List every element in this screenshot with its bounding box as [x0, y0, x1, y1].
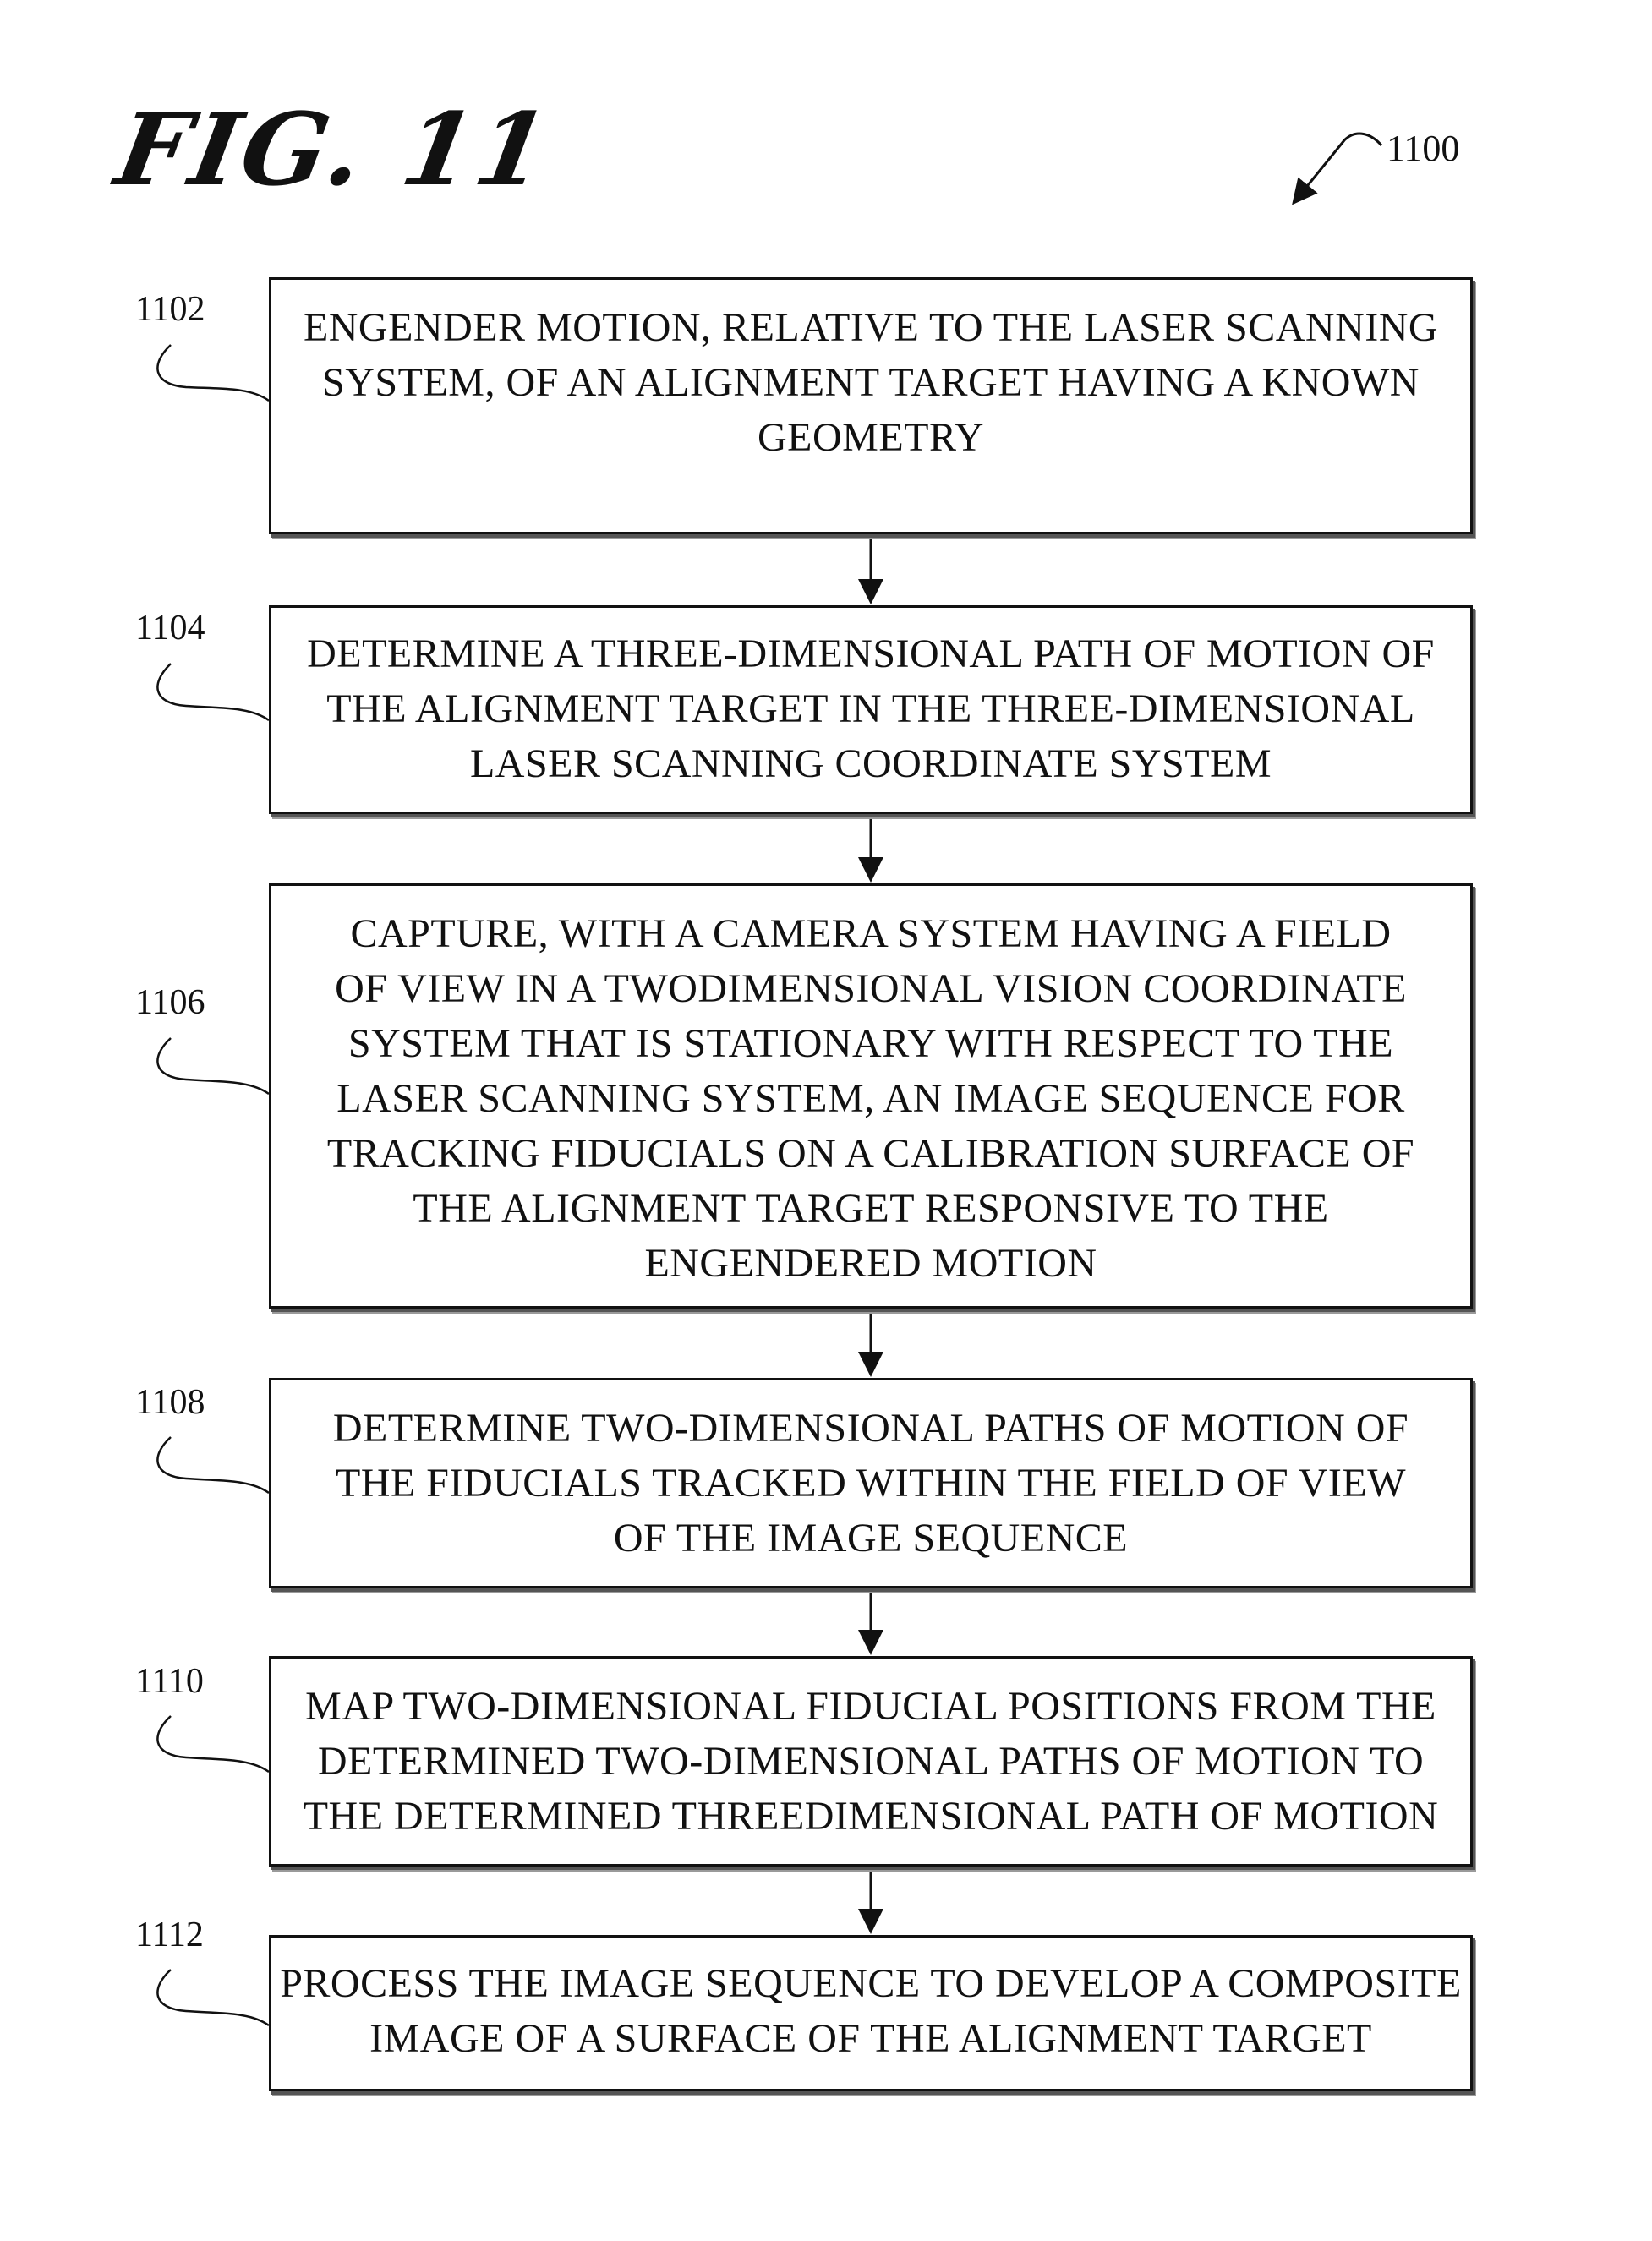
figure-number-pointer [1292, 132, 1383, 205]
leader-1102 [156, 344, 270, 402]
leader-1104 [156, 663, 270, 722]
step-1108-text: DETERMINE TWO-DIMENSIONAL PATHS OF MOTIO… [332, 1406, 1409, 1561]
step-1110-box: MAP TWO-DIMENSIONAL FIDUCIAL POSITIONS F… [269, 1656, 1473, 1867]
step-1110-text: MAP TWO-DIMENSIONAL FIDUCIAL POSITIONS F… [303, 1684, 1439, 1839]
step-1106-text: CAPTURE, WITH A CAMERA SYSTEM HAVING A F… [326, 911, 1415, 1286]
leader-1106 [156, 1037, 270, 1096]
step-1104-ref: 1104 [135, 609, 205, 648]
step-1112-text: PROCESS THE IMAGE SEQUENCE TO DEVELOP A … [280, 1961, 1462, 2061]
leader-1112 [156, 1969, 270, 2027]
step-1102-ref: 1102 [135, 290, 205, 329]
step-1104-text: DETERMINE A THREE-DIMENSIONAL PATH OF MO… [307, 631, 1435, 786]
figure-title: FIG. 11 [107, 90, 561, 208]
leader-1108 [156, 1436, 270, 1495]
step-1108-box: DETERMINE TWO-DIMENSIONAL PATHS OF MOTIO… [269, 1378, 1473, 1588]
leader-1110 [156, 1715, 270, 1774]
step-1106-ref: 1106 [135, 983, 205, 1022]
step-1110-ref: 1110 [135, 1662, 204, 1701]
step-1112-box: PROCESS THE IMAGE SEQUENCE TO DEVELOP A … [269, 1935, 1473, 2091]
reference-leaders [156, 344, 270, 2027]
step-1102-text: ENGENDER MOTION, RELATIVE TO THE LASER S… [303, 305, 1439, 460]
figure-number-label: 1100 [1387, 128, 1460, 169]
step-1104-box: DETERMINE A THREE-DIMENSIONAL PATH OF MO… [269, 605, 1473, 814]
step-1102-box: ENGENDER MOTION, RELATIVE TO THE LASER S… [269, 277, 1473, 534]
step-1108-ref: 1108 [135, 1383, 205, 1422]
step-1106-box: CAPTURE, WITH A CAMERA SYSTEM HAVING A F… [269, 883, 1473, 1309]
step-1112-ref: 1112 [135, 1916, 204, 1954]
